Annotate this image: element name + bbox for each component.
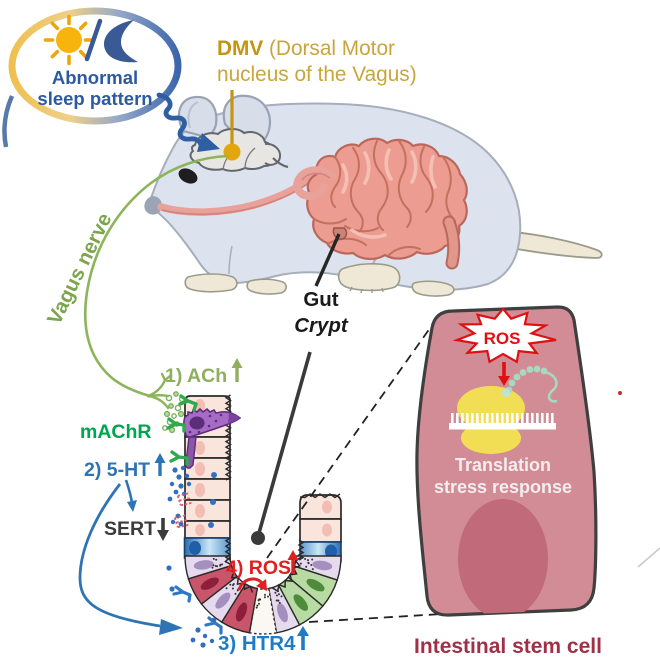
svg-text:DMV (Dorsal Motor: DMV (Dorsal Motor bbox=[217, 37, 395, 60]
svg-text:1) ACh: 1) ACh bbox=[165, 365, 227, 387]
svg-text:Abnormal: Abnormal bbox=[52, 67, 138, 88]
svg-text:Translation: Translation bbox=[455, 455, 551, 475]
svg-text:mAChR: mAChR bbox=[80, 421, 152, 443]
svg-text:Intestinal stem cell: Intestinal stem cell bbox=[414, 635, 602, 658]
svg-text:Vagus nerve: Vagus nerve bbox=[43, 210, 117, 329]
svg-text:Crypt: Crypt bbox=[294, 314, 349, 337]
svg-text:2) 5-HT: 2) 5-HT bbox=[84, 459, 150, 481]
svg-text:4) ROS: 4) ROS bbox=[226, 557, 291, 579]
svg-text:Gut: Gut bbox=[303, 288, 338, 311]
svg-text:sleep pattern: sleep pattern bbox=[37, 88, 152, 109]
svg-text:ROS: ROS bbox=[484, 329, 521, 348]
svg-text:3) HTR4: 3) HTR4 bbox=[218, 632, 296, 655]
svg-text:nucleus of the Vagus): nucleus of the Vagus) bbox=[217, 63, 417, 86]
svg-text:stress response: stress response bbox=[434, 477, 572, 497]
svg-text:SERT: SERT bbox=[104, 518, 156, 540]
